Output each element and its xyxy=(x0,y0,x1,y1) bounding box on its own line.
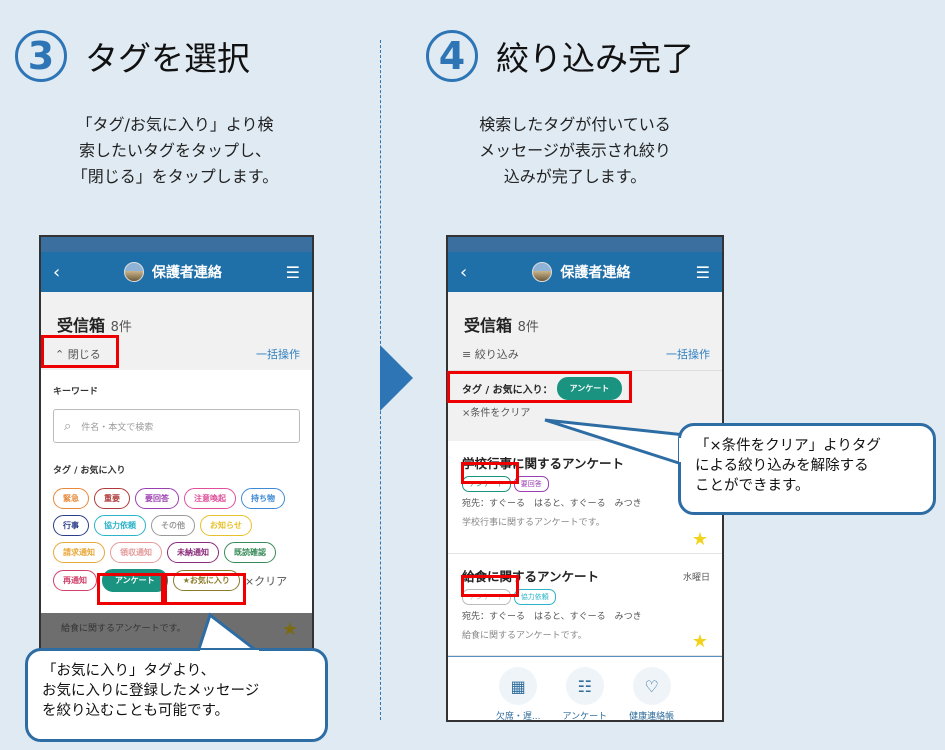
step-3-heading: 3 タグを選択 xyxy=(15,30,250,82)
highlight-box xyxy=(41,335,119,368)
highlight-box xyxy=(461,575,519,597)
next-arrow-icon xyxy=(380,345,413,411)
phone-right: ‹ 保護者連絡 ☰ 受信箱 8件 ≡ 絞り込み一括操作 タグ / お気に入り：ア… xyxy=(446,235,724,722)
message-tag: 要回答 xyxy=(513,476,549,492)
calendar-icon: ▦ xyxy=(499,667,538,705)
step-4-heading: 4 絞り込み完了 xyxy=(426,30,694,82)
nav-item[interactable]: ▦ 欠席・遅... xyxy=(495,667,541,722)
keyword-label: キーワード xyxy=(53,387,99,397)
hamburger-icon[interactable]: ☰ xyxy=(695,262,710,282)
search-icon: ⌕ xyxy=(64,418,72,434)
message-recipients: 宛先：すぐーる はると、すぐーる みつき xyxy=(462,612,642,622)
message-tag: アンケート xyxy=(462,476,511,492)
tag-chip[interactable]: 領収通知 xyxy=(110,542,162,563)
tag-chip[interactable]: 持ち物 xyxy=(241,488,285,509)
tag-chip[interactable]: 緊急 xyxy=(53,488,89,509)
tag-chip[interactable]: 既読確認 xyxy=(224,542,276,563)
school-logo-icon xyxy=(123,262,144,282)
tag-label: タグ / お気に入り xyxy=(53,466,126,476)
message-preview: 学校行事に関するアンケートです。 xyxy=(462,518,605,528)
chevron-left-icon[interactable]: ‹ xyxy=(53,261,61,283)
nav-label: 健康連絡帳 xyxy=(629,712,675,722)
message-item[interactable]: 給食に関するアンケート 水曜日アンケート協力依頼宛先：すぐーる はると、すぐーる … xyxy=(448,554,722,656)
step-number: 4 xyxy=(426,30,478,82)
inbox-label: 受信箱 xyxy=(464,316,513,335)
filter-button[interactable]: ≡ 絞り込み xyxy=(462,348,519,361)
status-bar xyxy=(41,237,312,252)
school-logo-icon xyxy=(532,262,553,282)
status-bar xyxy=(448,237,722,252)
search-input[interactable]: ⌕ 件名・本文で検索 xyxy=(53,409,300,443)
highlight-box xyxy=(97,573,164,605)
message-title: 学校行事に関するアンケート xyxy=(462,456,625,471)
app-title: 保護者連絡 xyxy=(560,265,631,281)
inbox-count: 8件 xyxy=(517,320,539,335)
tag-chip[interactable]: 要回答 xyxy=(135,488,179,509)
app-header: ‹ 保護者連絡 ☰ xyxy=(41,252,312,292)
search-placeholder: 件名・本文で検索 xyxy=(81,422,154,433)
tag-chip[interactable]: 行事 xyxy=(53,515,89,536)
tag-chip[interactable]: 協力依頼 xyxy=(94,515,146,536)
clear-conditions-link[interactable]: ×条件をクリア xyxy=(462,408,531,419)
tag-chip[interactable]: お知らせ xyxy=(200,515,252,536)
hamburger-icon[interactable]: ☰ xyxy=(285,262,300,282)
callout-right: 「×条件をクリア」よりタグ による絞り込みを解除する ことができます。 xyxy=(678,423,936,515)
clear-tags-button[interactable]: ×クリア xyxy=(244,574,288,588)
star-icon: ★ xyxy=(281,619,298,640)
message-day: 水曜日 xyxy=(682,573,710,583)
inbox-title: 受信箱 8件 xyxy=(448,292,722,344)
bulk-action-link[interactable]: 一括操作 xyxy=(256,348,300,361)
step-title: 絞り込み完了 xyxy=(496,39,694,78)
applied-tag[interactable]: アンケート xyxy=(556,377,623,400)
nav-label: アンケート xyxy=(562,712,608,722)
inbox-title: 受信箱 8件 xyxy=(41,292,312,344)
heart-chat-icon: ♡ xyxy=(632,667,671,705)
highlight-box xyxy=(461,462,519,484)
highlight-box xyxy=(447,371,632,403)
tag-chip[interactable]: その他 xyxy=(151,515,195,536)
step-number: 3 xyxy=(15,30,67,82)
highlight-box xyxy=(164,573,246,605)
applied-filter: タグ / お気に入り：アンケート ×条件をクリア xyxy=(448,371,722,441)
tag-chip[interactable]: 請求通知 xyxy=(53,542,105,563)
star-icon[interactable]: ★ xyxy=(691,631,708,652)
message-recipients: 宛先：すぐーる はると、すぐーる みつき xyxy=(462,499,642,509)
bottom-nav: ▦ 欠席・遅... ☷ アンケート ♡ 健康連絡帳 xyxy=(448,656,722,722)
step-title: タグを選択 xyxy=(85,39,250,78)
message-preview: 給食に関するアンケートです。 xyxy=(462,631,587,641)
inbox-count: 8件 xyxy=(110,320,132,335)
bulk-action-link[interactable]: 一括操作 xyxy=(666,348,710,361)
nav-item[interactable]: ♡ 健康連絡帳 xyxy=(629,667,675,722)
tag-chip[interactable]: 再通知 xyxy=(53,570,97,591)
nav-item[interactable]: ☷ アンケート xyxy=(562,667,608,722)
inbox-label: 受信箱 xyxy=(57,316,106,335)
applied-filter-label: タグ / お気に入り： xyxy=(462,385,553,396)
message-title: 給食に関するアンケート xyxy=(462,569,600,584)
app-title: 保護者連絡 xyxy=(151,265,222,281)
step-4-description: 検索したタグが付いている メッセージが表示され絞り 込みが完了します。 xyxy=(479,115,671,186)
dimmed-message: 給食に関するアンケートです。 ★ xyxy=(41,613,312,653)
message-tag: アンケート xyxy=(462,589,511,605)
chevron-left-icon[interactable]: ‹ xyxy=(460,261,468,283)
nav-label: 欠席・遅... xyxy=(495,712,541,722)
message-tag: 協力依頼 xyxy=(513,589,556,605)
close-filter-button[interactable]: ⌃ 閉じる xyxy=(55,348,101,361)
tag-chip[interactable]: 注意喚起 xyxy=(184,488,236,509)
message-preview: 給食に関するアンケートです。 xyxy=(61,624,186,634)
survey-icon: ☷ xyxy=(565,667,604,705)
star-icon[interactable]: ★ xyxy=(691,529,708,550)
callout-left: 「お気に入り」タグより、 お気に入りに登録したメッセージ を絞り込むことも可能で… xyxy=(25,648,328,742)
app-header: ‹ 保護者連絡 ☰ xyxy=(448,252,722,292)
step-3-description: 「タグ/お気に入り」より検 索したいタグをタップし、 「閉じる」をタップします。 xyxy=(71,115,279,186)
tag-chip[interactable]: 未納通知 xyxy=(167,542,219,563)
tag-chip[interactable]: 重要 xyxy=(94,488,130,509)
